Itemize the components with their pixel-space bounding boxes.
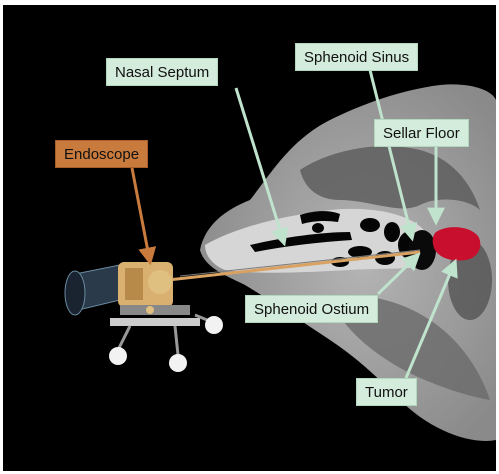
label-sphenoid-ostium: Sphenoid Ostium: [245, 295, 378, 323]
label-sellar-floor: Sellar Floor: [374, 119, 469, 147]
label-endoscope: Endoscope: [55, 140, 148, 168]
label-tumor: Tumor: [356, 378, 417, 406]
label-nasal-septum: Nasal Septum: [106, 58, 218, 86]
label-sphenoid-sinus: Sphenoid Sinus: [295, 43, 418, 71]
